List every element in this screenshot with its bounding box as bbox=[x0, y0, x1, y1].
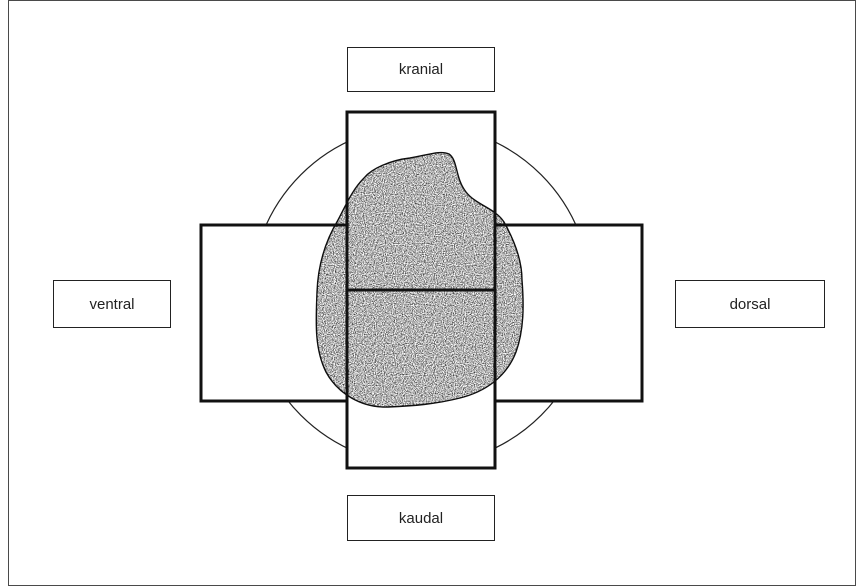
dorsal-label: dorsal bbox=[675, 280, 825, 328]
ventral-label: ventral bbox=[53, 280, 171, 328]
diagram-frame bbox=[8, 0, 856, 586]
kaudal-label: kaudal bbox=[347, 495, 495, 541]
kaudal-block bbox=[345, 288, 497, 470]
kranial-label: kranial bbox=[347, 47, 495, 92]
